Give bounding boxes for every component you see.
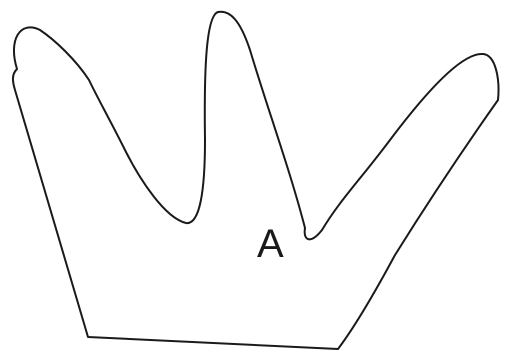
region-label-a: A bbox=[257, 222, 284, 266]
three-lobed-shape-outline bbox=[13, 12, 499, 349]
